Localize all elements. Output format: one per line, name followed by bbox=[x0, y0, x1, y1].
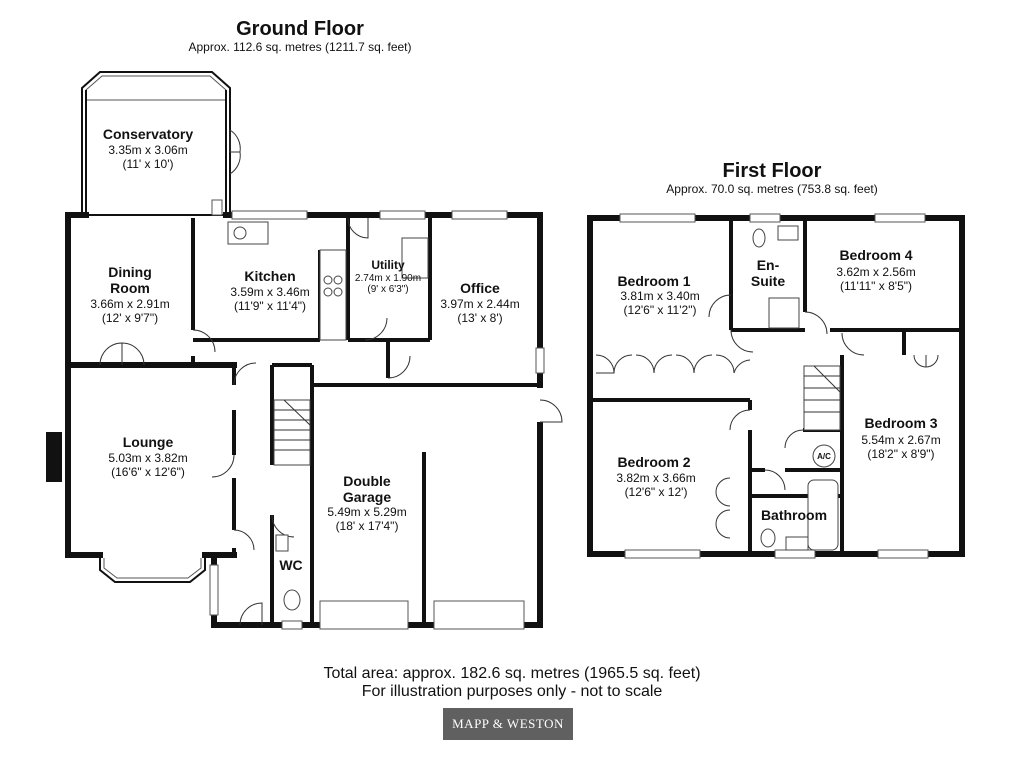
bedroom-1-dim-ft: (12'6" x 11'2") bbox=[624, 303, 697, 317]
ground-fixtures bbox=[227, 221, 429, 611]
utility-dim-m: 2.74m x 1.90m bbox=[355, 273, 421, 284]
bedroom-1-label: Bedroom 1 bbox=[617, 273, 690, 289]
office-dim-m: 3.97m x 2.44m bbox=[440, 297, 519, 311]
bedroom-2-label: Bedroom 2 bbox=[617, 454, 690, 470]
bedroom-3-dim-m: 5.54m x 2.67m bbox=[861, 433, 940, 447]
first-floor-fixtures: A/C bbox=[752, 225, 841, 551]
office-label: Office bbox=[460, 280, 500, 296]
bedroom-2-dim-m: 3.82m x 3.66m bbox=[616, 471, 695, 485]
dining-room-dim-ft: (12' x 9'7") bbox=[102, 311, 158, 325]
en-suite-label-1: En- bbox=[757, 257, 780, 273]
bathroom-label: Bathroom bbox=[761, 507, 827, 523]
first-floor-plan: A/C First Floor Approx. 70.0 sq. metres … bbox=[587, 160, 965, 559]
first-floor-doors bbox=[708, 294, 865, 491]
dining-room-label-1: Dining bbox=[108, 264, 152, 280]
bedroom-4-label: Bedroom 4 bbox=[839, 247, 912, 263]
ground-stairs bbox=[273, 399, 311, 466]
ground-floor-doors bbox=[99, 217, 563, 626]
office-dim-ft: (13' x 8') bbox=[457, 311, 502, 325]
lounge-label: Lounge bbox=[123, 434, 174, 450]
double-garage-dim-ft: (18' x 17'4") bbox=[336, 519, 399, 533]
first-floor-area: Approx. 70.0 sq. metres (753.8 sq. feet) bbox=[666, 182, 877, 196]
en-suite-label-2: Suite bbox=[751, 273, 785, 289]
bedroom-4-dim-ft: (11'11" x 8'5") bbox=[840, 279, 912, 293]
first-floor-title: First Floor bbox=[723, 160, 822, 182]
kitchen-dim-ft: (11'9" x 11'4") bbox=[234, 299, 306, 313]
double-garage-dim-m: 5.49m x 5.29m bbox=[327, 505, 406, 519]
bedroom-1-dim-m: 3.81m x 3.40m bbox=[620, 289, 699, 303]
company-logo: MAPP & WESTON bbox=[443, 708, 573, 740]
ground-floor-title: Ground Floor bbox=[236, 18, 364, 40]
ac-label: A/C bbox=[817, 452, 831, 461]
conservatory-dim-m: 3.35m x 3.06m bbox=[108, 143, 187, 157]
lounge-dim-m: 5.03m x 3.82m bbox=[108, 451, 187, 465]
double-garage-label-1: Double bbox=[343, 473, 391, 489]
wc-label: WC bbox=[279, 557, 302, 573]
disclaimer-text: For illustration purposes only - not to … bbox=[361, 683, 663, 700]
total-area-text: Total area: approx. 182.6 sq. metres (19… bbox=[323, 665, 701, 682]
lounge-dim-ft: (16'6" x 12'6") bbox=[111, 465, 185, 479]
conservatory-label: Conservatory bbox=[103, 126, 193, 142]
bedroom-3-label: Bedroom 3 bbox=[864, 415, 937, 431]
bedroom-2-dim-ft: (12'6" x 12') bbox=[625, 485, 688, 499]
ground-floor-plan: Ground Floor Approx. 112.6 sq. metres (1… bbox=[46, 18, 563, 630]
utility-label: Utility bbox=[371, 258, 405, 272]
utility-dim-ft: (9' x 6'3") bbox=[367, 284, 408, 295]
dining-room-dim-m: 3.66m x 2.91m bbox=[90, 297, 169, 311]
bedroom-3-dim-ft: (18'2" x 8'9") bbox=[867, 447, 934, 461]
double-garage-label-2: Garage bbox=[343, 489, 391, 505]
kitchen-dim-m: 3.59m x 3.46m bbox=[230, 285, 309, 299]
conservatory-dim-ft: (11' x 10') bbox=[122, 157, 173, 171]
first-floor-wardrobes bbox=[595, 354, 939, 539]
dining-room-label-2: Room bbox=[110, 280, 150, 296]
bedroom-4-dim-m: 3.62m x 2.56m bbox=[836, 265, 915, 279]
kitchen-label: Kitchen bbox=[244, 268, 295, 284]
ground-floor-windows bbox=[209, 210, 545, 630]
ac-unit-icon bbox=[812, 444, 836, 468]
ground-floor-area: Approx. 112.6 sq. metres (1211.7 sq. fee… bbox=[188, 40, 411, 54]
